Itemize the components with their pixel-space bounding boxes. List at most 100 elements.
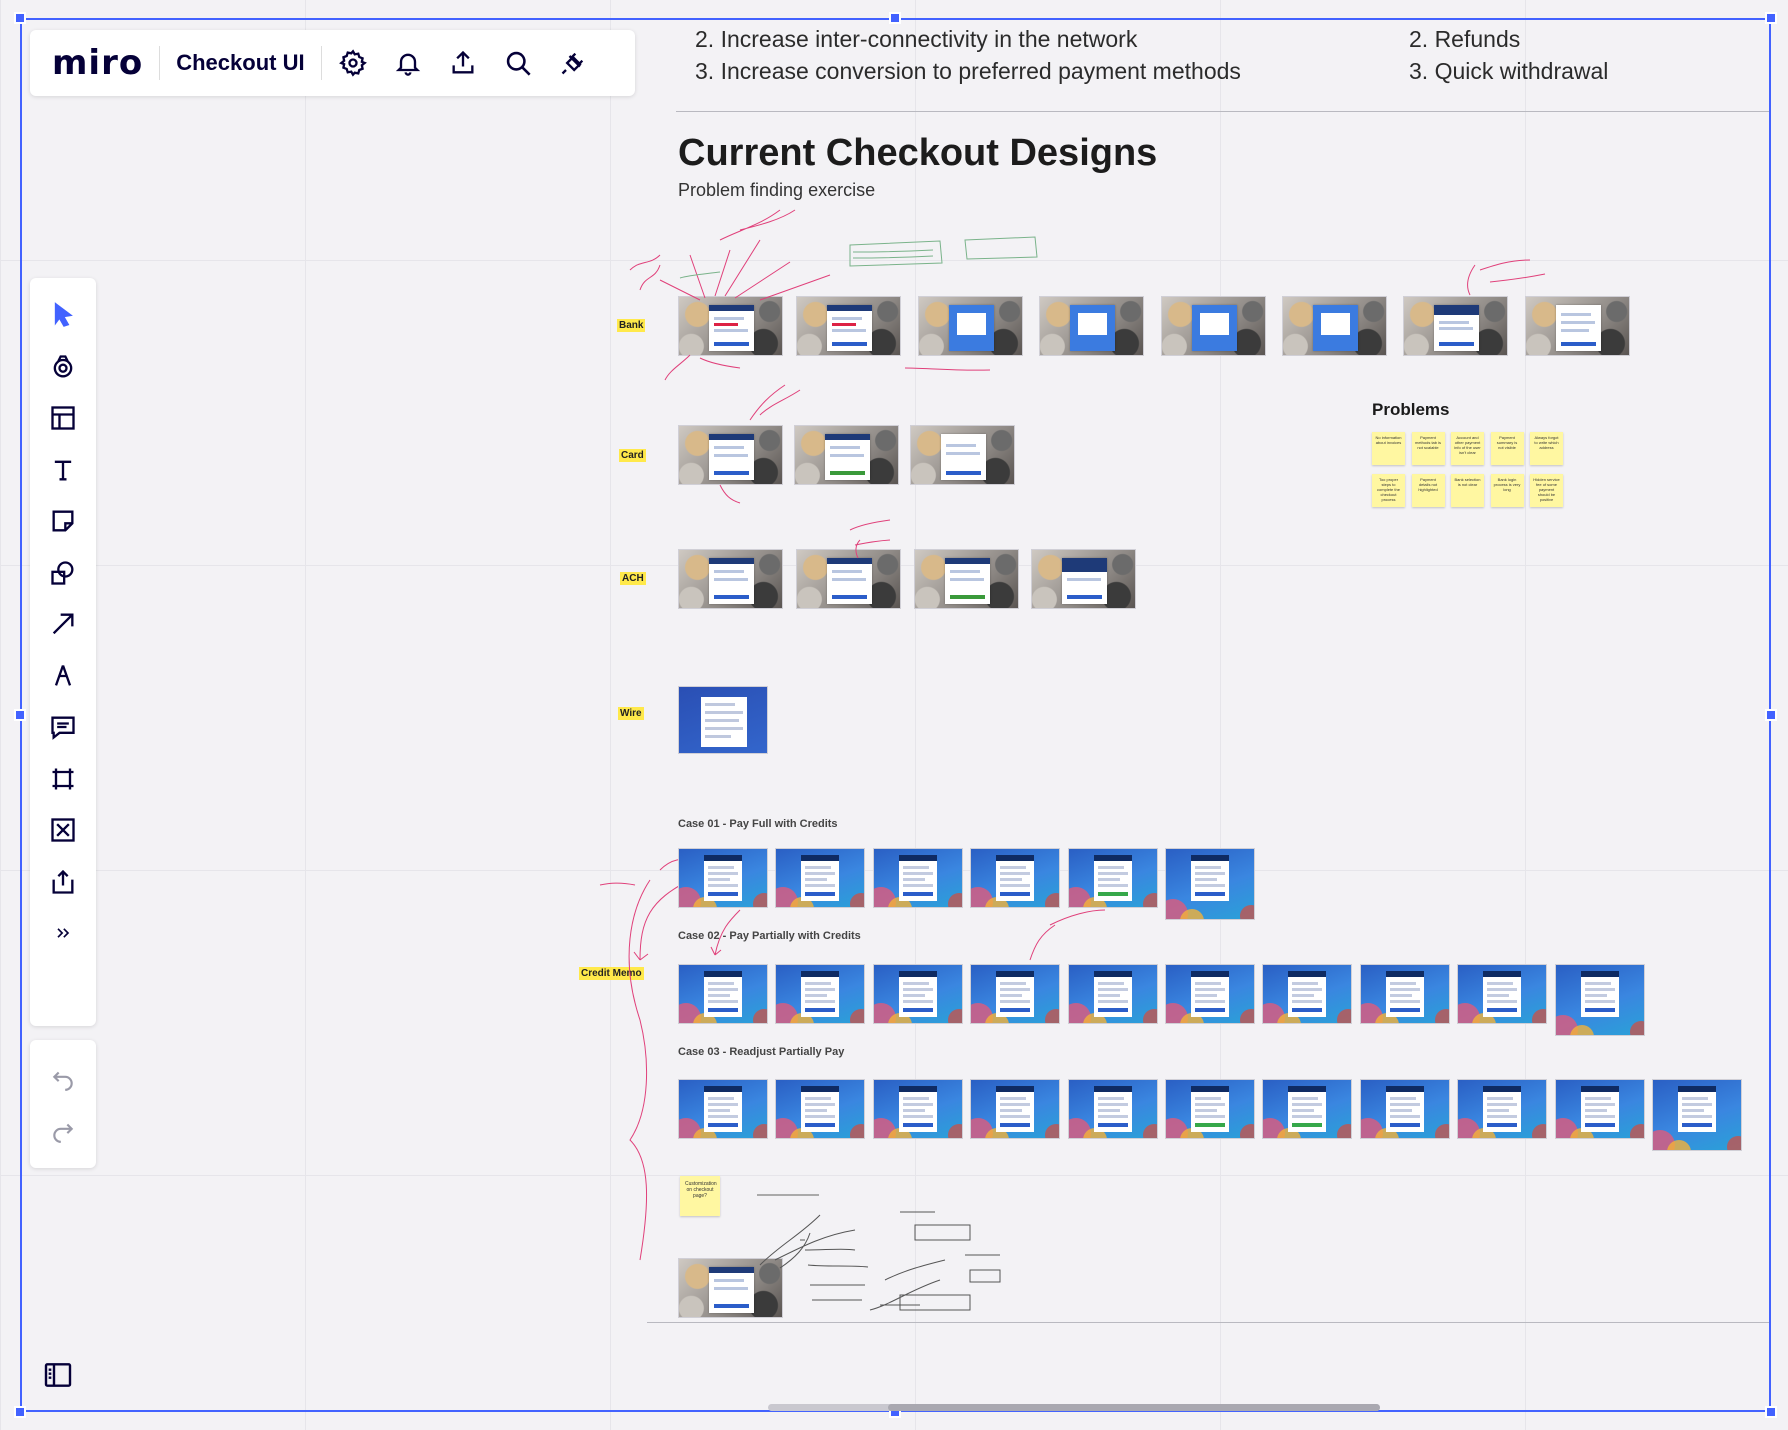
scrollbar-thumb[interactable]: [888, 1404, 1380, 1411]
design-thumbnail[interactable]: [1282, 296, 1387, 356]
comment-tool[interactable]: [30, 702, 96, 752]
design-thumbnail[interactable]: [1165, 848, 1255, 920]
apps-button[interactable]: [546, 30, 601, 96]
frames-layout-tool[interactable]: [30, 393, 96, 443]
pen-tool[interactable]: [30, 651, 96, 701]
select-tool[interactable]: [30, 290, 96, 340]
redo-button[interactable]: [30, 1106, 96, 1156]
design-thumbnail[interactable]: [678, 1079, 768, 1139]
design-thumbnail[interactable]: [1262, 964, 1353, 1024]
export-button[interactable]: [436, 30, 491, 96]
design-thumbnail[interactable]: [678, 1258, 783, 1318]
resize-handle[interactable]: [1765, 12, 1777, 24]
design-thumbnail[interactable]: [872, 848, 963, 908]
design-thumbnail[interactable]: [872, 1079, 963, 1139]
sticky-note[interactable]: Customization on checkout page?: [680, 1176, 720, 1216]
problem-sticky-note[interactable]: Payment methods tab is not scalable: [1411, 432, 1445, 465]
design-thumbnail[interactable]: [1554, 1079, 1645, 1139]
sidebar-icon: [44, 1363, 72, 1387]
row-label-wire[interactable]: Wire: [618, 707, 644, 720]
design-thumbnail[interactable]: [1165, 964, 1255, 1024]
design-thumbnail[interactable]: [1161, 296, 1266, 356]
resize-handle[interactable]: [1765, 1406, 1777, 1418]
miro-logo[interactable]: miro: [52, 43, 144, 83]
design-thumbnail[interactable]: [918, 296, 1023, 356]
design-thumbnail[interactable]: [678, 686, 768, 754]
design-thumbnail[interactable]: [1525, 296, 1630, 356]
design-thumbnail[interactable]: [678, 425, 783, 485]
more-tools[interactable]: [30, 908, 96, 958]
design-thumbnail[interactable]: [678, 549, 783, 609]
design-thumbnail[interactable]: [1067, 848, 1158, 908]
problem-sticky-note[interactable]: Too proper steps to complete the checkou…: [1372, 474, 1405, 507]
resize-handle[interactable]: [14, 12, 26, 24]
design-thumbnail[interactable]: [1262, 1079, 1353, 1139]
design-thumbnail[interactable]: [678, 296, 783, 356]
undo-button[interactable]: [30, 1054, 96, 1104]
upload-tool[interactable]: [30, 857, 96, 907]
design-thumbnail[interactable]: [775, 964, 866, 1024]
problems-title[interactable]: Problems: [1372, 400, 1450, 419]
case-title[interactable]: Case 02 - Pay Partially with Credits: [678, 930, 861, 942]
design-thumbnail[interactable]: [1067, 1079, 1158, 1139]
design-thumbnail[interactable]: [1067, 964, 1158, 1024]
search-button[interactable]: [491, 30, 546, 96]
design-thumbnail[interactable]: [796, 549, 901, 609]
design-thumbnail[interactable]: [910, 425, 1015, 485]
design-thumbnail[interactable]: [794, 425, 899, 485]
resize-handle[interactable]: [14, 709, 26, 721]
section-subtitle[interactable]: Problem finding exercise: [678, 180, 876, 200]
row-label-credit-memo[interactable]: Credit Memo: [579, 967, 644, 980]
problem-sticky-note[interactable]: Bank selection is not clear: [1451, 474, 1484, 507]
design-thumbnail[interactable]: [1554, 964, 1645, 1036]
design-thumbnail[interactable]: [775, 1079, 866, 1139]
design-thumbnail[interactable]: [1457, 1079, 1548, 1139]
templates-tool[interactable]: [30, 342, 96, 392]
shapes-tool[interactable]: [30, 548, 96, 598]
design-thumbnail[interactable]: [1039, 296, 1144, 356]
design-thumbnail[interactable]: [1457, 964, 1548, 1024]
problem-sticky-note[interactable]: Bank login process is very long: [1490, 474, 1524, 507]
problem-sticky-note[interactable]: Account and other payment info of the us…: [1451, 432, 1484, 465]
design-thumbnail[interactable]: [1403, 296, 1508, 356]
text-tool[interactable]: [30, 445, 96, 495]
row-label-bank[interactable]: Bank: [617, 319, 646, 332]
toggle-sidebar-button[interactable]: [36, 1353, 80, 1397]
problem-sticky-note[interactable]: Hidden service fee of some payment shoul…: [1530, 474, 1563, 507]
row-label-card[interactable]: Card: [619, 449, 646, 462]
frame-tool[interactable]: [30, 754, 96, 804]
row-label-ach[interactable]: ACH: [620, 572, 646, 585]
problem-sticky-note[interactable]: Always forgot to write which address: [1530, 432, 1563, 465]
resize-handle[interactable]: [14, 1406, 26, 1418]
bell-icon: [395, 53, 421, 76]
case-title[interactable]: Case 03 - Readjust Partially Pay: [678, 1046, 845, 1058]
notifications-button[interactable]: [381, 30, 436, 96]
embed-tool[interactable]: [30, 805, 96, 855]
sticky-note-tool[interactable]: [30, 496, 96, 546]
design-thumbnail[interactable]: [796, 296, 901, 356]
design-thumbnail[interactable]: [914, 549, 1019, 609]
design-thumbnail[interactable]: [678, 848, 768, 908]
resize-handle[interactable]: [889, 12, 901, 24]
settings-button[interactable]: [326, 30, 381, 96]
case-title[interactable]: Case 01 - Pay Full with Credits: [678, 818, 838, 830]
design-thumbnail[interactable]: [1652, 1079, 1742, 1151]
design-thumbnail[interactable]: [1165, 1079, 1255, 1139]
problem-sticky-note[interactable]: No information about invoices: [1372, 432, 1405, 465]
section-title[interactable]: Current Checkout Designs: [678, 132, 1158, 174]
design-thumbnail[interactable]: [775, 848, 866, 908]
board-title[interactable]: Checkout UI: [176, 50, 305, 75]
problem-sticky-note[interactable]: Payment summary is not visible: [1490, 432, 1524, 465]
design-thumbnail[interactable]: [970, 1079, 1061, 1139]
design-thumbnail[interactable]: [970, 964, 1061, 1024]
problem-sticky-note[interactable]: Payment details not highlighted: [1411, 474, 1445, 507]
design-thumbnail[interactable]: [678, 964, 768, 1024]
arrow-tool[interactable]: [30, 599, 96, 649]
design-thumbnail[interactable]: [1031, 549, 1136, 609]
design-thumbnail[interactable]: [1359, 1079, 1450, 1139]
design-thumbnail[interactable]: [872, 964, 963, 1024]
resize-handle[interactable]: [1765, 709, 1777, 721]
design-thumbnail[interactable]: [970, 848, 1061, 908]
design-thumbnail[interactable]: [1359, 964, 1450, 1024]
